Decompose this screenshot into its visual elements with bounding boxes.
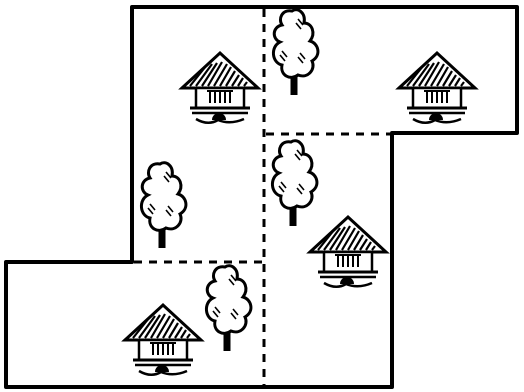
house-icon <box>182 53 258 123</box>
tree-icon <box>141 163 186 248</box>
tree-icon <box>272 141 317 226</box>
house-icon <box>310 217 386 287</box>
house-icon <box>125 305 201 375</box>
tree-icon <box>206 266 251 351</box>
tree-icon <box>273 10 318 95</box>
house-icon <box>399 53 475 123</box>
